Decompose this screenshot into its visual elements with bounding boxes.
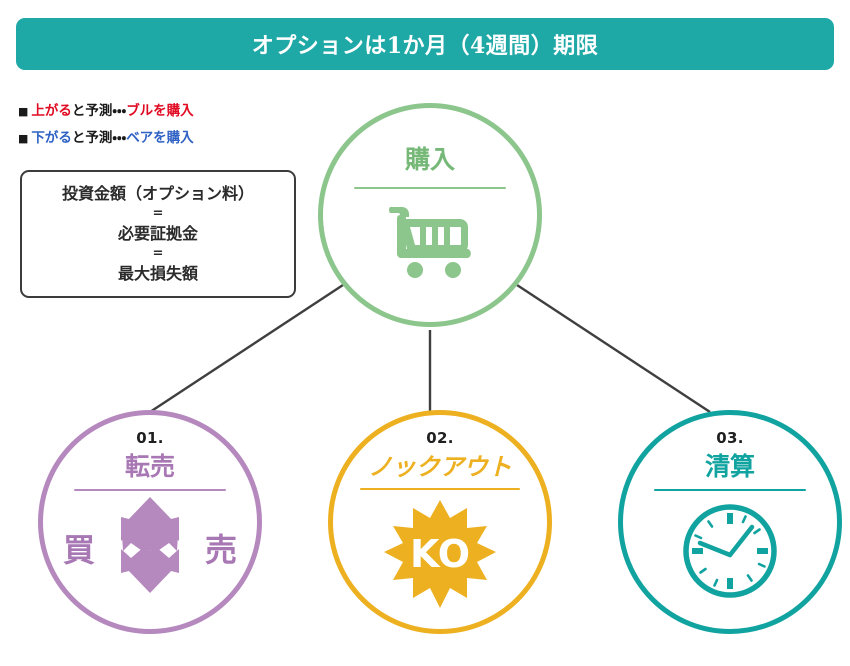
node-knockout[interactable]: 02. ノックアウト KO: [328, 410, 552, 634]
legend-item-bear: ■下がると予測・・・ベアを購入: [18, 125, 318, 152]
legend-item-bull: ■上がると予測・・・ブルを購入: [18, 98, 318, 125]
resale-icon-group: 買: [63, 495, 237, 600]
header-title: オプションは1か月（4週間）期限: [251, 33, 599, 59]
investment-info-box: 投資金額（オプション料） = 必要証拠金 = 最大損失額: [20, 170, 296, 298]
header-banner: オプションは1か月（4週間）期限: [16, 18, 834, 70]
info-line-investment: 投資金額（オプション料）: [61, 184, 254, 203]
legend-bear-highlight-end: ベアを購入: [126, 130, 194, 146]
legend-bull-highlight-start: 上がる: [31, 103, 72, 119]
connector-to-resale: [149, 283, 344, 414]
info-equals-1: =: [152, 206, 164, 221]
legend-bear-highlight-start: 下がる: [31, 130, 72, 146]
node-knockout-title: ノックアウト: [368, 452, 512, 481]
resale-sell-label: 売: [205, 530, 238, 569]
info-line-margin: 必要証拠金: [117, 224, 198, 243]
info-line-max-loss: 最大損失額: [117, 264, 198, 283]
node-settlement-title: 清算: [704, 452, 755, 481]
node-knockout-divider: [360, 488, 520, 490]
node-purchase-title: 購入: [404, 145, 455, 174]
node-resale[interactable]: 01. 転売 買: [38, 410, 262, 634]
legend-bull-middle: と予測・・・: [71, 103, 127, 119]
ko-starburst-icon: KO: [381, 498, 499, 610]
legend-bullet-icon-2: ■: [18, 132, 29, 145]
node-knockout-number: 02.: [426, 429, 454, 447]
legend-bullet-icon: ■: [18, 105, 29, 118]
node-resale-divider: [74, 489, 226, 491]
node-purchase-divider: [354, 187, 506, 189]
clock-icon: [678, 499, 782, 603]
node-settlement-divider: [654, 489, 806, 491]
shopping-cart-icon: [384, 201, 476, 279]
legend: ■上がると予測・・・ブルを購入 ■下がると予測・・・ベアを購入: [18, 98, 318, 152]
legend-bear-middle: と予測・・・: [71, 130, 127, 146]
ko-label: KO: [410, 532, 470, 576]
legend-bull-highlight-end: ブルを購入: [126, 103, 194, 119]
four-way-arrow-icon: [97, 495, 203, 600]
node-settlement-number: 03.: [716, 429, 744, 447]
node-purchase[interactable]: 購入: [318, 103, 542, 327]
info-equals-2: =: [152, 246, 164, 261]
resale-buy-label: 買: [62, 530, 95, 569]
node-resale-title: 転売: [124, 452, 175, 481]
connector-to-settlement: [516, 283, 711, 414]
node-settlement[interactable]: 03. 清算: [618, 410, 842, 634]
node-resale-number: 01.: [136, 429, 164, 447]
